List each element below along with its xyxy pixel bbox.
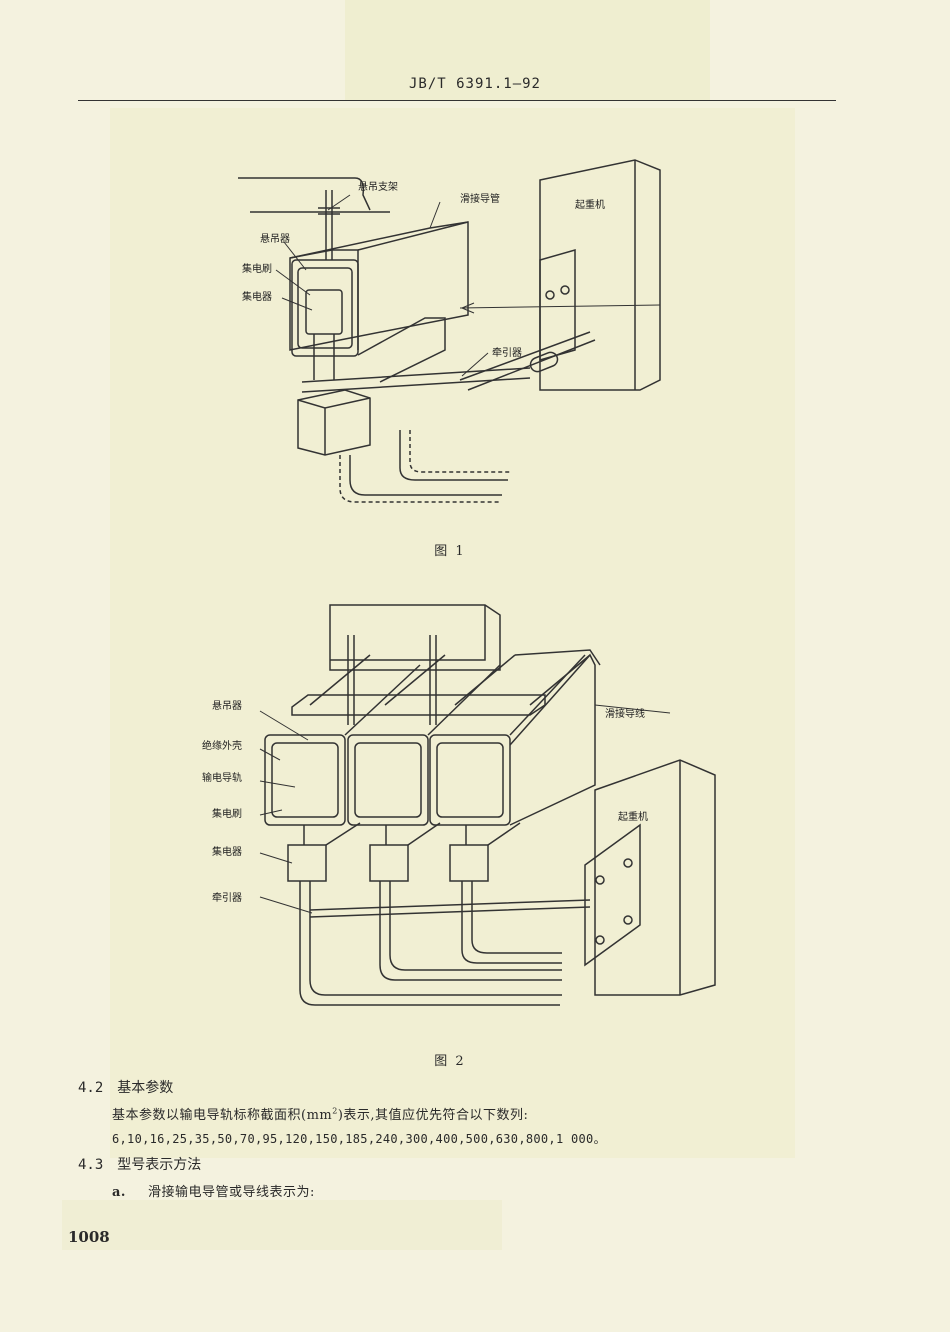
list-item-a: a. 滑接输电导管或导线表示为: [112, 1181, 315, 1200]
fig1-label-suspension-bracket: 悬吊支架 [358, 181, 398, 193]
figure-2-caption: 图 2 [434, 1054, 466, 1069]
fig2-label-collector: 集电器 [212, 845, 242, 858]
fig2-label-tractor: 牵引器 [212, 892, 242, 904]
section-title: 型号表示方法 [117, 1157, 202, 1173]
figure-1-caption: 图 1 [434, 544, 466, 559]
figure-2: 悬吊器 滑接导线 绝缘外壳 输电导轨 集电刷 起重机 集电器 牵引器 [202, 604, 716, 1006]
section-number: 4.3 [78, 1157, 104, 1173]
section-4-2-paragraph: 基本参数以输电导轨标称截面积(mm2)表示,其值应优先符合以下数列: [112, 1104, 528, 1123]
section-4-3-heading: 4.3 型号表示方法 [78, 1154, 201, 1174]
paragraph-text: )表示,其值应优先符合以下数列: [337, 1108, 529, 1123]
preferred-series: 6,10,16,25,35,50,70,95,120,150,185,240,3… [112, 1132, 606, 1146]
scan-tint [110, 108, 795, 1158]
fig2-label-crane: 起重机 [618, 810, 648, 823]
fig2-label-sliding-wire: 滑接导线 [605, 707, 645, 720]
fig2-label-conductor-rail: 输电导轨 [202, 771, 242, 784]
fig1-label-sliding-tube: 滑接导管 [460, 192, 500, 205]
fig1-label-crane: 起重机 [575, 198, 605, 211]
fig1-label-hanger: 悬吊器 [260, 233, 290, 245]
fig2-label-insulating-shell: 绝缘外壳 [202, 739, 242, 752]
paragraph-text: 基本参数以输电导轨标称截面积(mm [112, 1108, 333, 1123]
section-title: 基本参数 [117, 1080, 174, 1096]
fig1-label-tractor: 牵引器 [492, 347, 522, 359]
figure-1: 悬吊支架 滑接导管 起重机 悬吊器 集电刷 集电器 牵引器 [238, 159, 661, 503]
list-item-label: a. [112, 1185, 126, 1200]
header-rule [78, 100, 836, 101]
fig2-label-brush: 集电刷 [212, 807, 242, 820]
page-number: 1008 [68, 1228, 110, 1246]
scan-tint [345, 0, 710, 100]
fig1-label-brush: 集电刷 [242, 262, 272, 275]
page-header: JB/T 6391.1—92 [408, 76, 541, 92]
fig1-label-collector: 集电器 [242, 290, 272, 303]
superscript: 2 [332, 1106, 338, 1116]
fig2-label-hanger: 悬吊器 [212, 700, 242, 712]
section-number: 4.2 [78, 1080, 104, 1096]
section-4-2-heading: 4.2 基本参数 [78, 1077, 173, 1097]
list-item-text: 滑接输电导管或导线表示为: [147, 1185, 315, 1200]
scan-tint [62, 1200, 502, 1250]
